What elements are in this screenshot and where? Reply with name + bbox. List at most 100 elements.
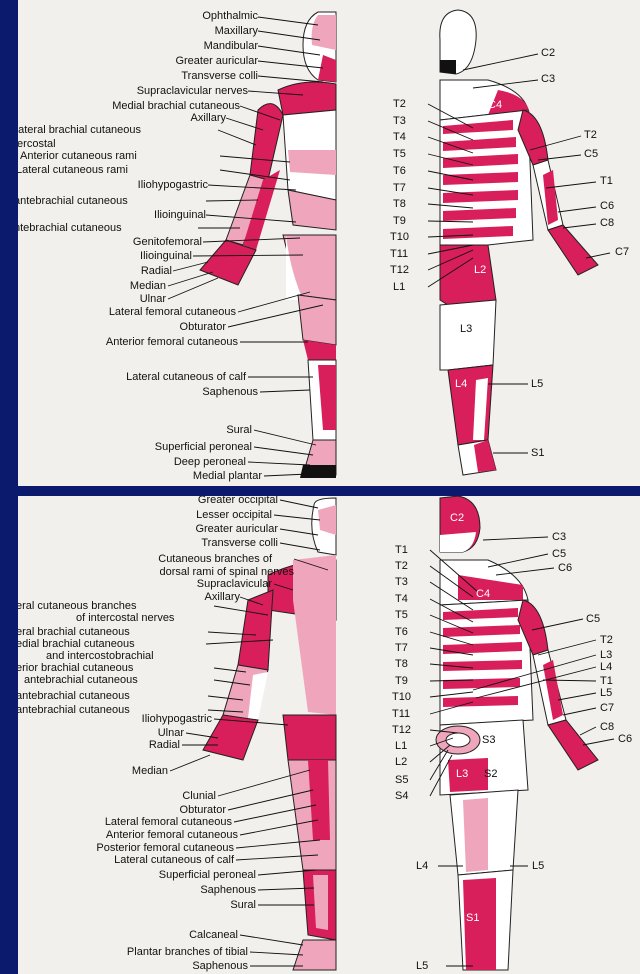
label-of-intercostal-nerves: of intercostal nerves: [76, 612, 174, 625]
label-greater-auricular-2: Greater auricular: [195, 523, 278, 536]
label-saphenous: Saphenous: [202, 386, 258, 399]
label-anterior-femoral-cutaneous: Anterior femoral cutaneous: [106, 336, 238, 349]
label-radial-2: Radial: [149, 739, 180, 752]
label-antebrachial-cutaneous-5: antebrachial cutaneous: [18, 704, 130, 717]
label-anterior-femoral-cutaneous-2: Anterior femoral cutaneous: [106, 829, 238, 842]
label-t10: T10: [390, 231, 409, 244]
inner-label-b-s2: S2: [484, 768, 497, 781]
label-supraclavicular: Supraclavicular: [197, 578, 272, 591]
label-b-t1: T1: [395, 544, 408, 557]
label-b-l4-right: L4: [600, 661, 612, 674]
label-antebrachial-cutaneous-3: antebrachial cutaneous: [24, 674, 138, 687]
label-t9: T9: [393, 215, 406, 228]
label-obturator: Obturator: [180, 321, 226, 334]
label-b-l2: L2: [395, 756, 407, 769]
label-b-t12: T12: [392, 724, 411, 737]
label-b-l5: L5: [532, 860, 544, 873]
label-t2-right: T2: [584, 129, 597, 142]
label-antebrachial-cutaneous-2: ntebrachial cutaneous: [18, 222, 122, 235]
label-genitofemoral: Genitofemoral: [133, 236, 202, 249]
label-greater-auricular: Greater auricular: [175, 55, 258, 68]
label-lateral-cutaneous-of-calf: Lateral cutaneous of calf: [126, 371, 246, 384]
label-c8: C8: [600, 217, 614, 230]
label-b-c3: C3: [552, 531, 566, 544]
label-s1: S1: [531, 447, 544, 460]
label-b-t3: T3: [395, 576, 408, 589]
inner-label-b-c4: C4: [476, 588, 490, 601]
label-ilioinguinal-1: Ilioinguinal: [154, 209, 206, 222]
label-ilioinguinal-2: Ilioinguinal: [140, 250, 192, 263]
label-b-t7: T7: [395, 642, 408, 655]
label-c6: C6: [600, 200, 614, 213]
label-b-t11: T11: [392, 708, 410, 721]
label-lateral-femoral-cutaneous: Lateral femoral cutaneous: [109, 306, 236, 319]
label-b-s4: S4: [395, 790, 408, 803]
label-b-t10: T10: [392, 691, 411, 704]
label-superficial-peroneal-2: Superficial peroneal: [159, 869, 256, 882]
label-b-t8: T8: [395, 658, 408, 671]
label-t8: T8: [393, 198, 406, 211]
label-b-c7: C7: [600, 702, 614, 715]
label-b-t4: T4: [395, 593, 408, 606]
label-l5: L5: [531, 378, 543, 391]
inner-label-l2: L2: [474, 264, 486, 277]
panel-divider: [18, 486, 640, 496]
inner-label-b-s3: S3: [482, 734, 495, 747]
label-clunial: Clunial: [182, 790, 216, 803]
label-l1: L1: [393, 281, 405, 294]
label-saphenous-3: Saphenous: [192, 960, 248, 973]
label-t11: T11: [390, 248, 408, 261]
label-transverse-colli-2: Transverse colli: [201, 537, 278, 550]
label-b-t2-right: T2: [600, 634, 613, 647]
inner-label-c4: C4: [488, 99, 502, 112]
label-calcaneal: Calcaneal: [189, 929, 238, 942]
label-ophthalmic: Ophthalmic: [202, 10, 258, 23]
label-b-c8: C8: [600, 721, 614, 734]
label-lateral-brachial-cutaneous: Lateral brachial cutaneous: [18, 124, 141, 137]
label-b-s5: S5: [395, 774, 408, 787]
label-b-l4: L4: [416, 860, 428, 873]
label-axillary-2: Axillary: [205, 591, 240, 604]
label-b-t2: T2: [395, 560, 408, 573]
label-b-t9: T9: [395, 675, 408, 688]
label-sural-2: Sural: [230, 899, 256, 912]
label-c7: C7: [615, 246, 629, 259]
label-saphenous-2: Saphenous: [200, 884, 256, 897]
label-antebrachial-cutaneous-4: antebrachial cutaneous: [18, 690, 130, 703]
label-transverse-colli: Transverse colli: [181, 70, 258, 83]
label-plantar-branches-of-tibial: Plantar branches of tibial: [127, 946, 248, 959]
label-c5: C5: [584, 148, 598, 161]
label-b-l5-right: L5: [600, 687, 612, 700]
label-b-l1: L1: [395, 740, 407, 753]
label-medial-plantar: Medial plantar: [193, 470, 262, 483]
label-c3: C3: [541, 73, 555, 86]
label-superficial-peroneal: Superficial peroneal: [155, 441, 252, 454]
back-dermatome-figure: [436, 496, 598, 970]
label-t1: T1: [600, 175, 613, 188]
inner-label-b-c2: C2: [450, 512, 464, 525]
label-cutaneous-branches-of: Cutaneous branches of: [158, 553, 272, 566]
label-antebrachial-cutaneous-1: antebrachial cutaneous: [18, 195, 128, 208]
label-maxillary: Maxillary: [215, 25, 258, 38]
label-lesser-occipital: Lesser occipital: [196, 509, 272, 522]
label-t4: T4: [393, 131, 406, 144]
inner-label-l3: L3: [460, 323, 472, 336]
label-sural: Sural: [226, 424, 252, 437]
label-b-t5: T5: [395, 609, 408, 622]
label-lateral-cutaneous-of-calf-2: Lateral cutaneous of calf: [114, 854, 234, 867]
label-median: Median: [130, 280, 166, 293]
dermatome-chart: Ophthalmic Maxillary Mandibular Greater …: [18, 0, 640, 974]
label-b-c5: C5: [586, 613, 600, 626]
label-lateral-femoral-cutaneous-2: Lateral femoral cutaneous: [105, 816, 232, 829]
inner-label-l4: L4: [455, 378, 467, 391]
label-t3: T3: [393, 115, 406, 128]
label-b-t6: T6: [395, 626, 408, 639]
label-c2: C2: [541, 47, 555, 60]
label-anterior-cutaneous-rami: Anterior cutaneous rami: [20, 150, 137, 163]
label-t6: T6: [393, 165, 406, 178]
label-b-c6-top: C6: [558, 562, 572, 575]
label-median-2: Median: [132, 765, 168, 778]
label-iliohypogastric-2: Iliohypogastric: [142, 713, 212, 726]
label-t2-left: T2: [393, 98, 406, 111]
front-dermatome-figure: [440, 10, 598, 475]
